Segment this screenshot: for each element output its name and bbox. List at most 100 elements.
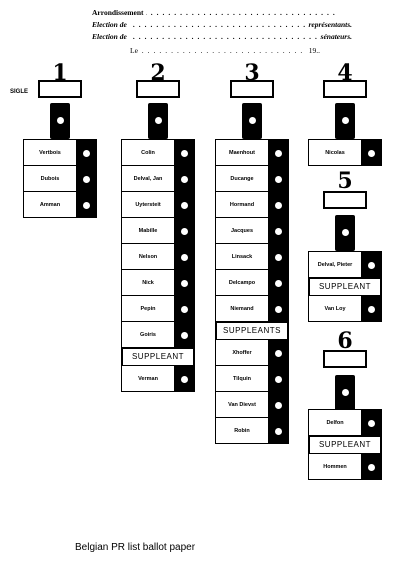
list-sigle-box[interactable] [230, 80, 274, 98]
suppleant-slot[interactable]: Tilquin [216, 366, 288, 392]
vote-dot-icon[interactable] [181, 279, 188, 287]
candidate-slot[interactable]: Uytersteit [122, 192, 194, 218]
list-sigle-box[interactable] [38, 80, 82, 98]
list-head-tab [242, 103, 262, 139]
vote-dot-icon[interactable] [181, 227, 188, 235]
vote-dot-icon[interactable] [275, 349, 282, 357]
candidate-name: Maenhout [229, 150, 255, 156]
list-vote-dot-icon[interactable] [341, 389, 349, 396]
suppleant-name: Van Dievst [228, 402, 256, 408]
candidate-slot[interactable]: Hormand [216, 192, 288, 218]
suppleant-slot[interactable]: Van Loy [309, 296, 381, 322]
candidate-slot[interactable]: Colin [122, 140, 194, 166]
candidate-name: Mabille [138, 228, 158, 234]
vote-dot-icon[interactable] [181, 375, 188, 383]
list-head-tab [335, 215, 355, 251]
list-vote-dot-icon[interactable] [154, 117, 162, 124]
candidate-slot[interactable]: Vertbois [24, 140, 96, 166]
suppleant-name: Hommen [323, 464, 347, 470]
list-head-tab [148, 103, 168, 139]
vote-dot-icon[interactable] [368, 261, 375, 269]
candidate-slot[interactable]: Nick [122, 270, 194, 296]
dotted-leader: ........................................… [92, 32, 339, 41]
vote-dot-icon[interactable] [275, 201, 282, 209]
suppleant-name: Van Loy [324, 306, 346, 312]
list-sigle-box[interactable] [136, 80, 180, 98]
arrondissement-label: Arrondissement [92, 8, 146, 17]
candidate-name: Uytersteit [135, 202, 161, 208]
candidate-slot[interactable]: Delval, Jan [122, 166, 194, 192]
vote-dot-icon[interactable] [83, 149, 90, 157]
list-head-tab [335, 103, 355, 139]
candidate-slot[interactable]: Ducange [216, 166, 288, 192]
vote-dot-icon[interactable] [368, 305, 375, 313]
suppleant-slot[interactable]: Van Dievst [216, 392, 288, 418]
election-representatives-line: ........................................… [92, 20, 352, 32]
list-number: 6 [337, 328, 353, 354]
suppleant-slot[interactable]: Verman [122, 366, 194, 392]
vote-dot-icon[interactable] [181, 175, 188, 183]
candidate-slot[interactable]: Dubois [24, 166, 96, 192]
candidate-slot[interactable]: Nicolas [309, 140, 381, 166]
vote-dot-icon[interactable] [181, 331, 188, 339]
list-vote-dot-icon[interactable] [341, 117, 349, 124]
vote-dot-icon[interactable] [275, 279, 282, 287]
candidate-slot[interactable]: Maenhout [216, 140, 288, 166]
list-head-tab [335, 375, 355, 411]
candidate-name: Goiris [140, 332, 156, 338]
candidate-name: Niemand [230, 306, 254, 312]
candidate-name: Delval, Jan [133, 176, 163, 182]
list-vote-dot-icon[interactable] [341, 229, 349, 236]
vote-dot-icon[interactable] [368, 149, 375, 157]
vote-dot-icon[interactable] [275, 401, 282, 409]
suppleant-header: SUPPLEANT [309, 436, 381, 454]
candidate-slot[interactable]: Goiris [122, 322, 194, 348]
list-sigle-box[interactable] [323, 350, 367, 368]
arrondissement-line: ........................................… [92, 8, 352, 20]
election-rep-label: Election de [92, 20, 129, 29]
suppleant-name: Tilquin [233, 376, 251, 382]
list-number: 3 [244, 60, 260, 86]
candidate-slot[interactable]: Delcampo [216, 270, 288, 296]
vote-dot-icon[interactable] [181, 201, 188, 209]
vote-dot-icon[interactable] [181, 149, 188, 157]
list-vote-dot-icon[interactable] [56, 117, 64, 124]
suppleant-name: Verman [138, 376, 158, 382]
list-number: 4 [337, 60, 353, 86]
vote-dot-icon[interactable] [83, 201, 90, 209]
candidate-name: Dubois [40, 176, 60, 182]
candidate-slot[interactable]: Linsack [216, 244, 288, 270]
candidate-slot[interactable]: Nelson [122, 244, 194, 270]
list-sigle-box[interactable] [323, 191, 367, 209]
vote-dot-icon[interactable] [368, 463, 375, 471]
vote-dot-icon[interactable] [83, 175, 90, 183]
candidate-slot[interactable]: Amman [24, 192, 96, 218]
vote-dot-icon[interactable] [275, 149, 282, 157]
vote-dot-icon[interactable] [275, 227, 282, 235]
candidate-name: Delval, Pieter [317, 262, 353, 268]
suppleant-slot[interactable]: Hommen [309, 454, 381, 480]
suppleant-slot[interactable]: Robin [216, 418, 288, 444]
election-senators-line: ........................................… [92, 32, 352, 44]
candidate-slot[interactable]: Niemand [216, 296, 288, 322]
list-number: 1 [52, 60, 68, 86]
candidate-slot[interactable]: Delval, Pieter [309, 252, 381, 278]
vote-dot-icon[interactable] [275, 427, 282, 435]
suppleant-name: Xhoffer [232, 350, 252, 356]
suppleant-slot[interactable]: Xhoffer [216, 340, 288, 366]
vote-dot-icon[interactable] [275, 305, 282, 313]
candidate-slot[interactable]: Delfon [309, 410, 381, 436]
vote-dot-icon[interactable] [181, 305, 188, 313]
vote-dot-icon[interactable] [275, 375, 282, 383]
vote-dot-icon[interactable] [275, 253, 282, 261]
list-vote-dot-icon[interactable] [248, 117, 256, 124]
candidate-slot[interactable]: Mabille [122, 218, 194, 244]
candidate-slot[interactable]: Jacques [216, 218, 288, 244]
vote-dot-icon[interactable] [368, 419, 375, 427]
candidate-slot[interactable]: Pepin [122, 296, 194, 322]
vote-dot-icon[interactable] [275, 175, 282, 183]
list-sigle-box[interactable] [323, 80, 367, 98]
vote-dot-icon[interactable] [181, 253, 188, 261]
